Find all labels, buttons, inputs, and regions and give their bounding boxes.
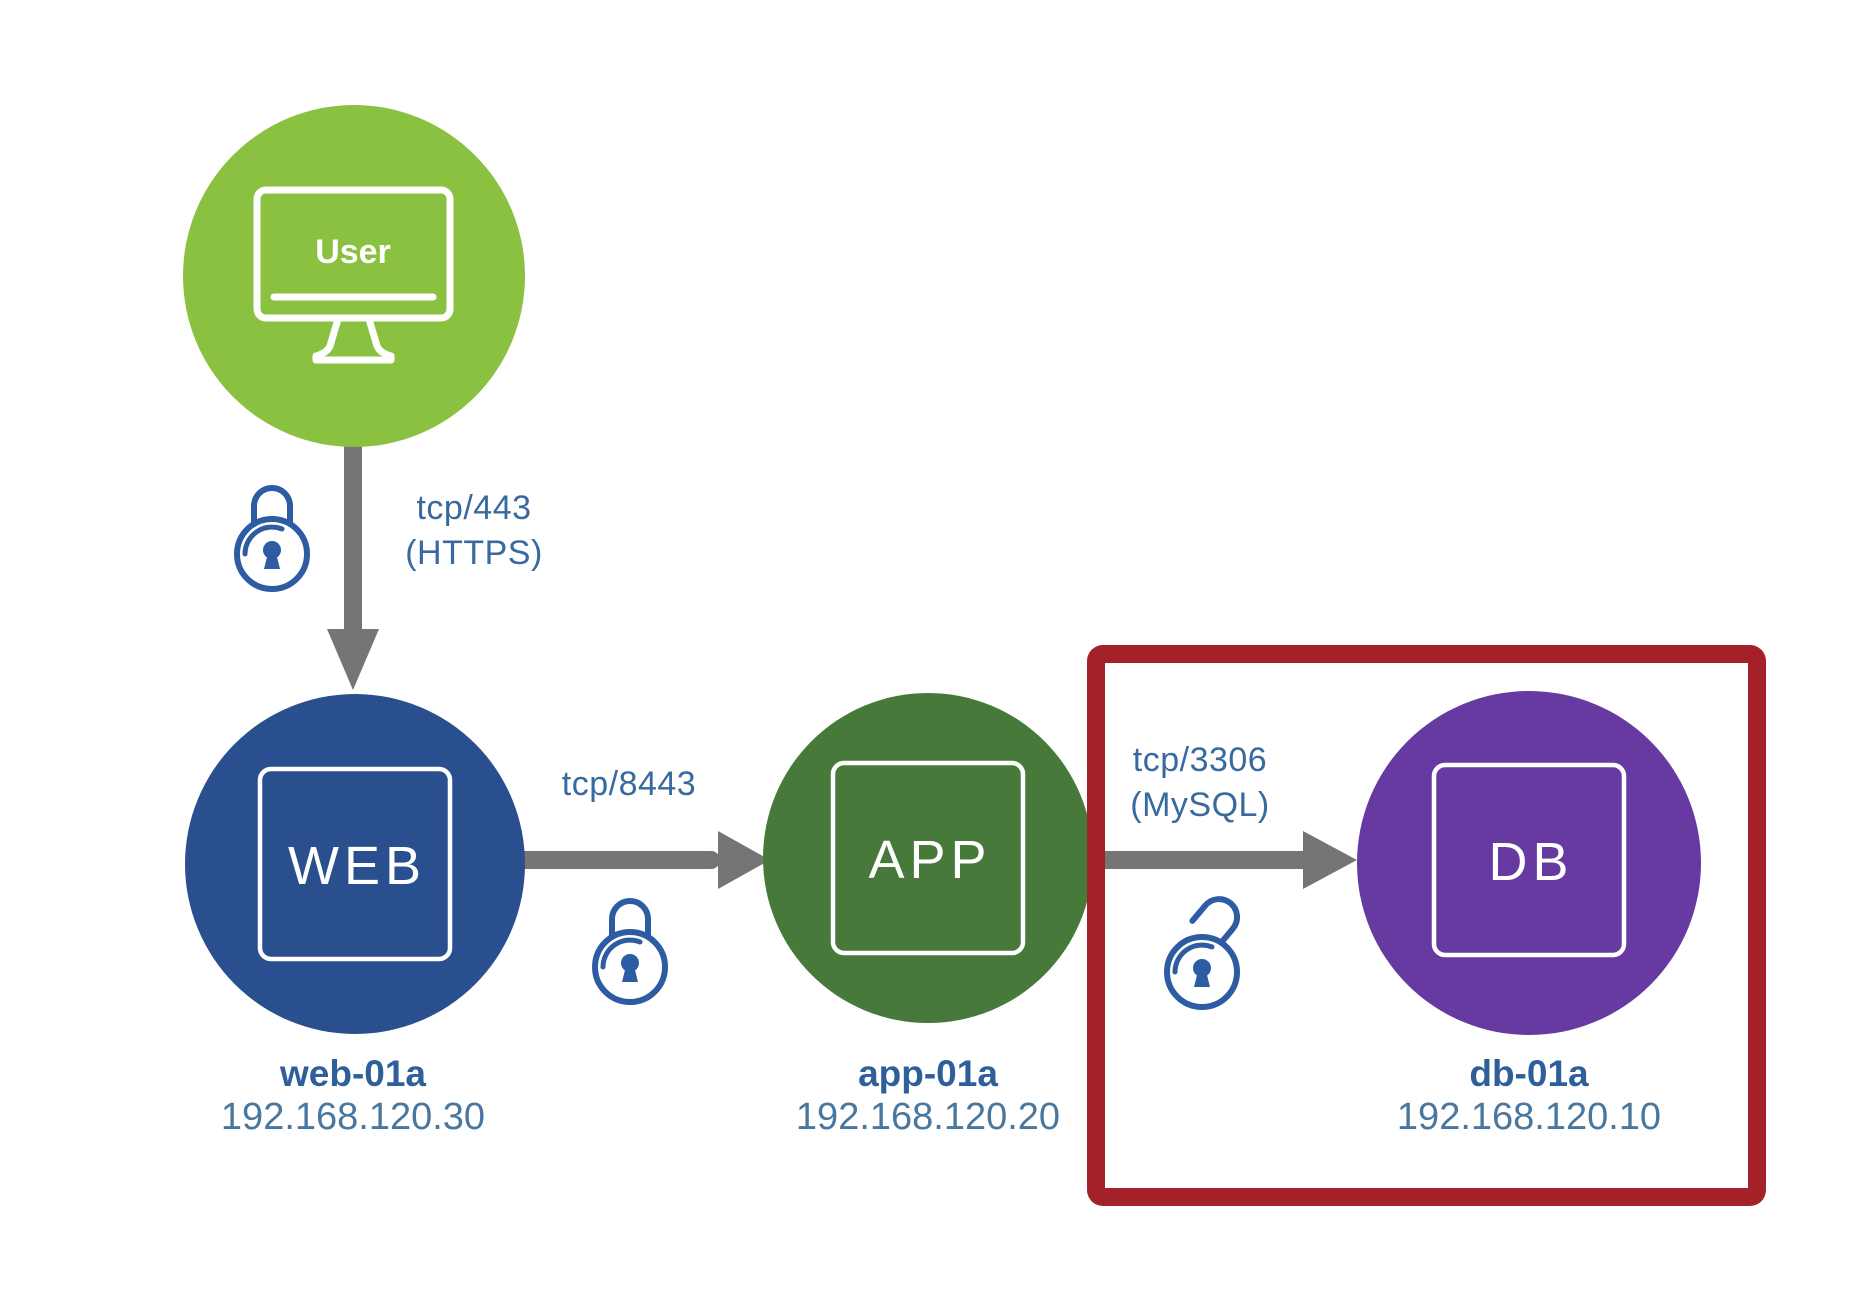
open-lock-icon <box>1164 896 1240 1010</box>
arrow-user-to-web <box>327 440 379 690</box>
user-node: User <box>183 105 525 447</box>
closed-lock-icon <box>234 485 310 592</box>
port-number: tcp/443 <box>416 489 532 527</box>
port-label-user-web: tcp/443 (HTTPS) <box>294 486 654 576</box>
db-node: DB <box>1357 691 1701 1035</box>
app-ip: 192.168.120.20 <box>795 1096 1061 1138</box>
arrow-app-to-db <box>1087 831 1357 889</box>
port-number: tcp/3306 <box>1132 741 1268 779</box>
user-label: User <box>315 233 391 271</box>
db-hostname: db-01a <box>1469 1053 1589 1094</box>
port-label-web-app: tcp/8443 <box>449 762 809 807</box>
app-tier-icon: APP <box>830 760 1026 956</box>
port-number: tcp/8443 <box>561 765 697 803</box>
port-protocol: (MySQL) <box>1130 786 1270 824</box>
web-label: WEB <box>288 836 426 896</box>
port-protocol: (HTTPS) <box>405 534 543 572</box>
web-node: WEB <box>185 694 525 1034</box>
web-hostname: web-01a <box>279 1053 426 1094</box>
web-ip: 192.168.120.30 <box>220 1096 486 1138</box>
app-label: APP <box>868 830 991 890</box>
closed-lock-icon <box>592 898 668 1005</box>
port-label-app-db: tcp/3306 (MySQL) <box>1020 738 1380 828</box>
db-tier-icon: DB <box>1431 762 1627 958</box>
web-tier-icon: WEB <box>257 766 453 962</box>
db-ip: 192.168.120.10 <box>1396 1096 1662 1138</box>
app-node: APP <box>763 693 1093 1023</box>
app-hostname: app-01a <box>858 1053 998 1094</box>
db-label: DB <box>1488 832 1573 892</box>
monitor-icon: User <box>253 186 454 364</box>
